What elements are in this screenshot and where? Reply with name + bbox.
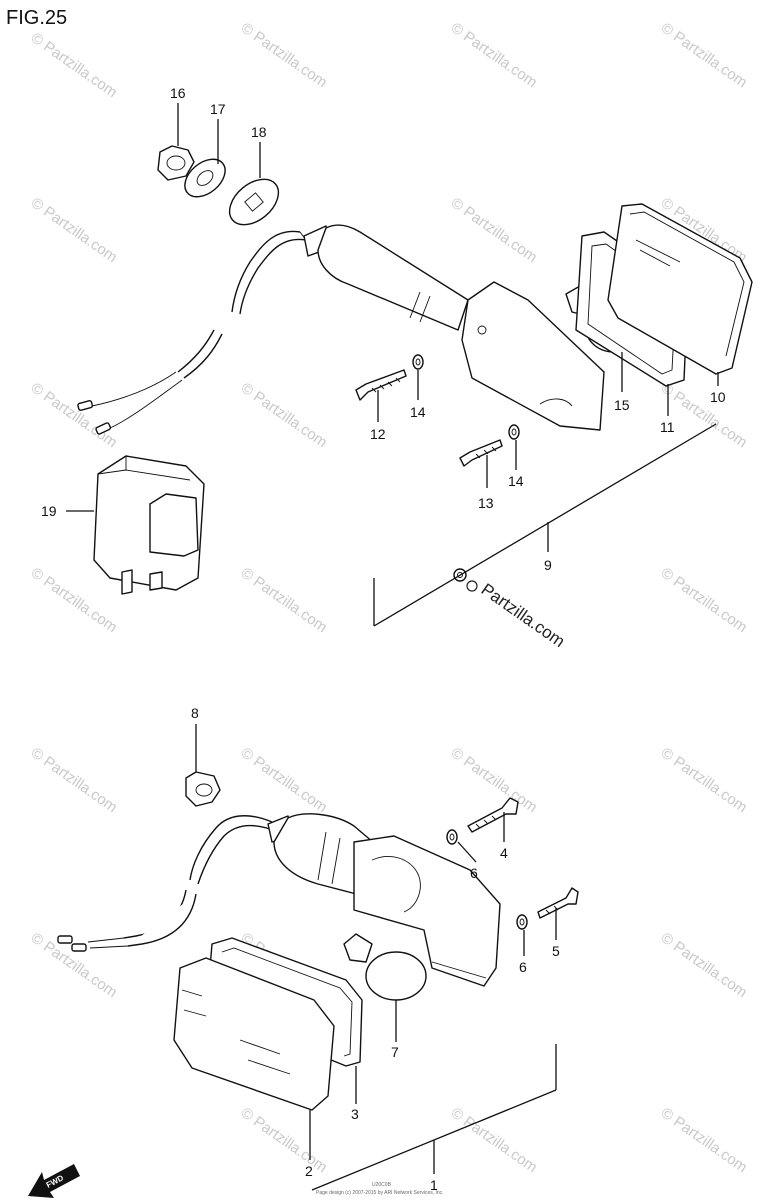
part-nut-8	[185, 771, 221, 807]
callout-14: 14	[508, 473, 524, 489]
arrow-icon	[28, 1164, 80, 1198]
callout-6: 6	[519, 959, 527, 975]
part-washer-6b	[516, 914, 528, 930]
watermark: © Partzilla.com	[448, 19, 541, 91]
footer-copyright: Page design (c) 2007-2015 by ARI Network…	[316, 1190, 444, 1196]
part-lens-10	[607, 203, 753, 375]
watermark: © Partzilla.com	[28, 379, 121, 451]
callout-18: 18	[251, 124, 267, 140]
callout-10: 10	[710, 389, 726, 405]
callout-6: 6	[470, 865, 478, 881]
part-washer-17	[184, 158, 226, 198]
callout-11: 11	[660, 419, 675, 435]
part-washer-6a	[446, 829, 458, 845]
watermark: © Partzilla.com	[238, 564, 331, 636]
callout-14: 14	[410, 404, 426, 420]
part-screw-4	[467, 797, 519, 833]
watermark: © Partzilla.com	[28, 194, 121, 266]
brand-watermark-text: Partzilla.com	[478, 580, 569, 651]
callout-13: 13	[478, 495, 494, 511]
footer: U20C0B Page design (c) 2007-2015 by ARI …	[316, 1182, 444, 1196]
callout-17: 17	[210, 101, 226, 117]
callout-4: 4	[500, 845, 508, 861]
watermark: © Partzilla.com	[238, 379, 331, 451]
watermark: © Partzilla.com	[658, 1104, 751, 1176]
callout-19: 19	[41, 503, 57, 519]
callout-3: 3	[351, 1106, 359, 1122]
callout-labels: 16 17 18 19 12 14 15 11 10 13 14 9 8 4 6…	[41, 85, 726, 1193]
watermark: © Partzilla.com	[28, 564, 121, 636]
callout-12: 12	[370, 426, 386, 442]
leader-lines-bottom	[195, 724, 557, 1191]
watermark: © Partzilla.com	[448, 194, 541, 266]
figure-title: FIG.25	[6, 7, 67, 29]
watermark: © Partzilla.com	[658, 379, 751, 451]
part-wire-top	[77, 230, 307, 435]
part-turn-signal-housing-top	[303, 224, 605, 431]
callout-2: 2	[305, 1163, 313, 1179]
part-washer-14b	[508, 424, 520, 440]
watermark: © Partzilla.com	[238, 1104, 331, 1176]
footer-code: U20C0B	[372, 1182, 392, 1188]
part-relay-19	[93, 455, 205, 595]
part-screw-5	[537, 887, 579, 919]
brand-watermark-center: Partzilla.com	[466, 580, 569, 651]
watermark: © Partzilla.com	[658, 564, 751, 636]
leader-lines-top	[66, 103, 719, 627]
callout-7: 7	[391, 1044, 399, 1060]
part-washer-14a	[412, 354, 424, 370]
part-screw-13	[459, 439, 503, 467]
watermark: © Partzilla.com	[238, 19, 331, 91]
watermark: © Partzilla.com	[28, 744, 121, 816]
part-nut-16	[157, 145, 195, 181]
watermark: © Partzilla.com	[28, 29, 121, 101]
part-wire-bottom	[57, 815, 279, 952]
watermark: © Partzilla.com	[658, 929, 751, 1001]
callout-1: 1	[430, 1177, 438, 1193]
part-grommet-18	[228, 178, 280, 226]
part-lens-2	[173, 957, 335, 1111]
watermark-layer: © Partzilla.com © Partzilla.com © Partzi…	[28, 19, 751, 1176]
callout-15: 15	[614, 397, 630, 413]
callout-16: 16	[170, 85, 186, 101]
callout-8: 8	[191, 705, 199, 721]
watermark: © Partzilla.com	[658, 19, 751, 91]
part-turn-signal-housing-bottom	[267, 813, 501, 987]
callout-5: 5	[552, 943, 560, 959]
fwd-direction-badge: FWD	[28, 1164, 80, 1198]
callout-9: 9	[544, 557, 552, 573]
watermark: © Partzilla.com	[238, 744, 331, 816]
part-bulb-7	[343, 933, 427, 1001]
watermark: © Partzilla.com	[448, 744, 541, 816]
part-screw-12	[355, 369, 407, 401]
watermark: © Partzilla.com	[658, 744, 751, 816]
